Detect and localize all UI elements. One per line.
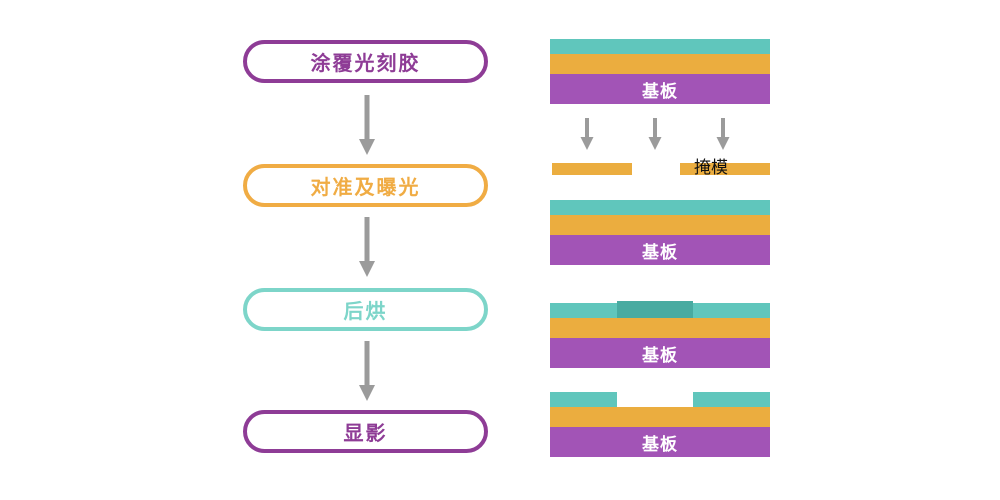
flow-arrow-down-icon (357, 341, 377, 401)
substrate-label: 基板 (642, 434, 678, 455)
flow-step-post-bake: 后烘 (243, 288, 488, 331)
exposure-arrow-down-icon (715, 118, 731, 150)
substrate-label: 基板 (642, 242, 678, 263)
mask-bar-right (680, 163, 770, 175)
flow-step-label: 显影 (343, 421, 388, 445)
film-layer (550, 54, 770, 74)
flow-step-align-expose: 对准及曝光 (243, 164, 488, 207)
photoresist-segment-left (550, 392, 617, 407)
substrate-label: 基板 (642, 81, 678, 102)
flow-step-label: 后烘 (343, 299, 388, 323)
wafer-stack-exposure: 基板 (550, 200, 770, 265)
film-layer (550, 407, 770, 427)
mask-label: 掩模 (694, 158, 728, 178)
wafer-stack-post-bake: 基板 (550, 301, 770, 368)
flow-step-develop: 显影 (243, 410, 488, 453)
substrate-layer: 基板 (550, 235, 770, 265)
substrate-layer: 基板 (550, 74, 770, 104)
exposure-arrow-down-icon (647, 118, 663, 150)
flow-arrow-down-icon (357, 95, 377, 155)
wafer-stack-coated: 基板 (550, 39, 770, 104)
substrate-layer: 基板 (550, 427, 770, 457)
flow-step-label: 涂覆光刻胶 (310, 51, 421, 75)
photoresist-segment-right (693, 392, 770, 407)
exposure-arrow-down-icon (579, 118, 595, 150)
flow-step-label: 对准及曝光 (310, 175, 421, 199)
mask-bar-left (552, 163, 632, 175)
film-layer (550, 215, 770, 235)
exposed-photoresist-region (617, 301, 693, 318)
substrate-label: 基板 (642, 345, 678, 366)
photoresist-layer (550, 39, 770, 54)
photoresist-layer (550, 301, 770, 318)
photoresist-layer (550, 200, 770, 215)
flow-arrow-down-icon (357, 217, 377, 277)
photoresist-layer-with-gap (550, 392, 770, 407)
substrate-layer: 基板 (550, 338, 770, 368)
flow-step-coat-photoresist: 涂覆光刻胶 (243, 40, 488, 83)
wafer-stack-developed: 基板 (550, 392, 770, 457)
film-layer (550, 318, 770, 338)
